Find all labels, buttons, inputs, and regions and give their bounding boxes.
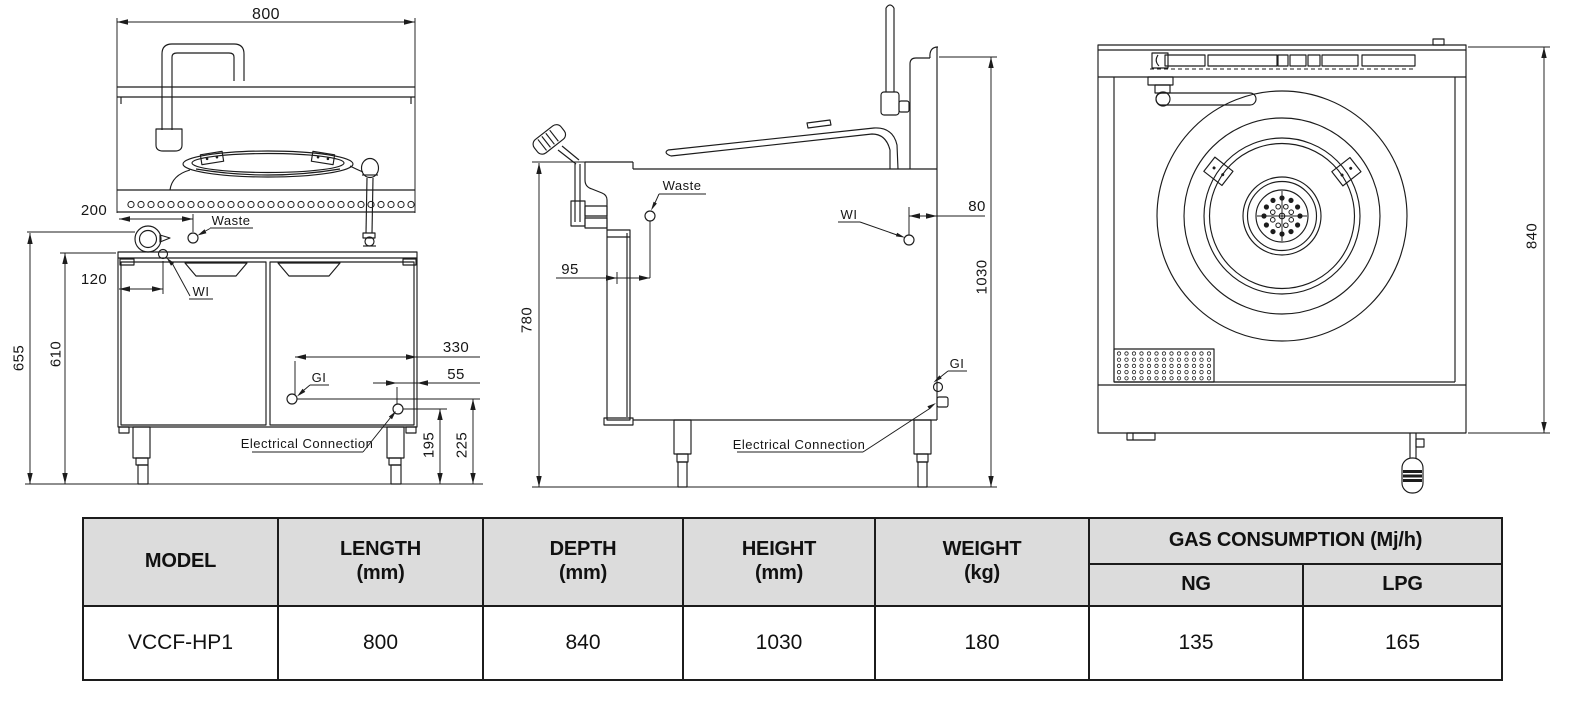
side-label-gi: GI bbox=[950, 356, 965, 371]
spec-header-weight-label: WEIGHT bbox=[942, 538, 1022, 561]
pot-lid bbox=[665, 119, 899, 170]
spec-header-height: HEIGHT (mm) bbox=[684, 519, 874, 605]
faucet-handle bbox=[532, 124, 608, 229]
wok-opening-rings bbox=[1156, 90, 1408, 342]
top-dim-depth: 840 bbox=[1524, 223, 1541, 249]
spec-header-depth-label: DEPTH bbox=[549, 538, 617, 561]
tilt-lever bbox=[349, 157, 380, 247]
spec-header-length-label: LENGTH bbox=[339, 538, 422, 561]
spec-header-depth: DEPTH (mm) bbox=[484, 519, 682, 605]
spec-header-gas-label: GAS CONSUMPTION (Mj/h) bbox=[1168, 529, 1423, 552]
front-dim-gi-height: 225 bbox=[454, 432, 471, 458]
drain-fitting bbox=[27, 225, 171, 253]
front-view-drawing: 800 bbox=[11, 6, 483, 485]
front-label-gi: GI bbox=[312, 370, 327, 385]
front-label-waste: Waste bbox=[212, 213, 251, 228]
spec-header-lpg-label: LPG bbox=[1382, 573, 1423, 596]
spec-header-lpg: LPG bbox=[1304, 565, 1501, 605]
spec-cell-height: 1030 bbox=[684, 607, 874, 679]
burner-head bbox=[1257, 191, 1307, 241]
top-view-drawing: 840 bbox=[1097, 38, 1550, 494]
spec-cell-length: 800 bbox=[279, 607, 482, 679]
gas-valve-lever bbox=[1401, 433, 1425, 494]
control-console bbox=[584, 161, 634, 426]
spec-header-gas-consumption: GAS CONSUMPTION (Mj/h) bbox=[1090, 519, 1501, 563]
spec-cell-ng: 135 bbox=[1090, 607, 1302, 679]
front-dim-height-610: 610 bbox=[48, 341, 65, 367]
vent-grid bbox=[1113, 348, 1215, 383]
spec-cell-depth: 840 bbox=[484, 607, 682, 679]
front-dim-gi-offset: 330 bbox=[443, 339, 469, 356]
cabinet bbox=[117, 251, 418, 434]
spec-header-height-unit: (mm) bbox=[754, 562, 804, 584]
front-dim-ec-height: 195 bbox=[421, 432, 438, 458]
side-label-wi: WI bbox=[841, 207, 858, 222]
rinser-pipe-side bbox=[880, 4, 910, 116]
front-dim-height-655: 655 bbox=[11, 345, 28, 371]
spec-header-height-label: HEIGHT bbox=[741, 538, 817, 561]
spec-header-ng: NG bbox=[1090, 565, 1302, 605]
side-label-electrical-connection: Electrical Connection bbox=[733, 437, 866, 452]
spec-table: MODEL LENGTH (mm) DEPTH (mm) HEIGHT (mm)… bbox=[82, 517, 1503, 681]
front-dim-ec-offset: 55 bbox=[447, 366, 465, 383]
spec-header-weight: WEIGHT (kg) bbox=[876, 519, 1088, 605]
spec-cell-weight: 180 bbox=[876, 607, 1088, 679]
front-label-electrical-connection: Electrical Connection bbox=[241, 436, 374, 451]
wok-ring bbox=[169, 150, 354, 191]
legs-side-view bbox=[673, 419, 932, 488]
wok-rinser-arm bbox=[1147, 76, 1257, 107]
burner-vent-holes bbox=[127, 200, 415, 209]
legs-front-view bbox=[132, 426, 405, 485]
front-dim-waste-offset: 200 bbox=[81, 202, 107, 219]
side-label-waste: Waste bbox=[663, 178, 702, 193]
spec-header-model: MODEL bbox=[84, 519, 277, 605]
spec-header-length-unit: (mm) bbox=[356, 562, 405, 584]
spec-cell-lpg: 165 bbox=[1304, 607, 1501, 679]
front-dim-width: 800 bbox=[252, 6, 280, 23]
spec-header-model-label: MODEL bbox=[144, 550, 217, 573]
side-dim-body-height: 780 bbox=[519, 307, 536, 333]
back-manifold-rail bbox=[1150, 52, 1416, 70]
side-view-drawing: 780 bbox=[519, 4, 997, 488]
spec-header-weight-unit: (kg) bbox=[964, 562, 1000, 584]
side-dim-overall-height: 1030 bbox=[974, 260, 991, 295]
front-dim-wi-offset: 120 bbox=[81, 271, 107, 288]
spec-header-length: LENGTH (mm) bbox=[279, 519, 482, 605]
side-dim-waste-offset: 95 bbox=[561, 261, 579, 278]
front-label-wi: WI bbox=[193, 284, 210, 299]
side-dim-wi-offset: 80 bbox=[968, 198, 986, 215]
spec-header-depth-unit: (mm) bbox=[558, 562, 608, 584]
spec-header-ng-label: NG bbox=[1181, 573, 1211, 596]
splashback-side bbox=[909, 46, 939, 169]
faucet bbox=[155, 43, 245, 152]
spec-cell-model: VCCF-HP1 bbox=[84, 607, 277, 679]
